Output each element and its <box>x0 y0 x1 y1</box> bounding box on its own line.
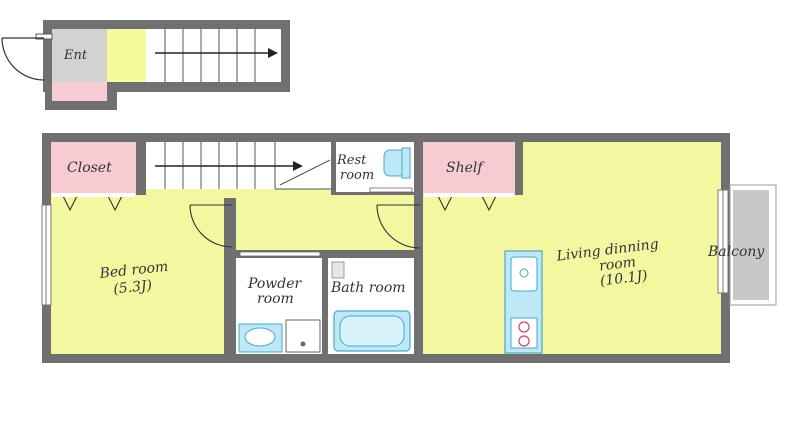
label-shelf: Shelf <box>446 160 485 176</box>
entrance-block: Ent <box>1 20 290 110</box>
label-closet: Closet <box>67 160 112 176</box>
closet-floor <box>51 142 136 195</box>
label-rest-1: Rest <box>336 153 367 168</box>
entrance-step <box>107 29 146 82</box>
balcony <box>729 184 777 306</box>
main-floor <box>41 133 730 363</box>
label-bed-2: (5.3J) <box>113 278 153 298</box>
label-powder-2: room <box>257 291 294 307</box>
entrance-floor <box>52 29 107 82</box>
label-bath: Bath room <box>330 280 406 296</box>
label-rest-2: room <box>340 168 374 183</box>
stairs-top <box>146 29 281 82</box>
hall-floor <box>224 195 423 250</box>
label-ent: Ent <box>63 48 88 63</box>
label-living-2: room <box>598 254 637 274</box>
label-bed-1: Bed room <box>98 259 169 282</box>
label-living-3: (10.1J) <box>599 268 648 290</box>
shelf-floor <box>423 142 515 195</box>
label-powder-1: Powder <box>247 276 303 292</box>
bedroom-floor <box>51 195 224 354</box>
label-balcony: Balcony <box>707 244 765 260</box>
shoe-box <box>52 82 107 101</box>
